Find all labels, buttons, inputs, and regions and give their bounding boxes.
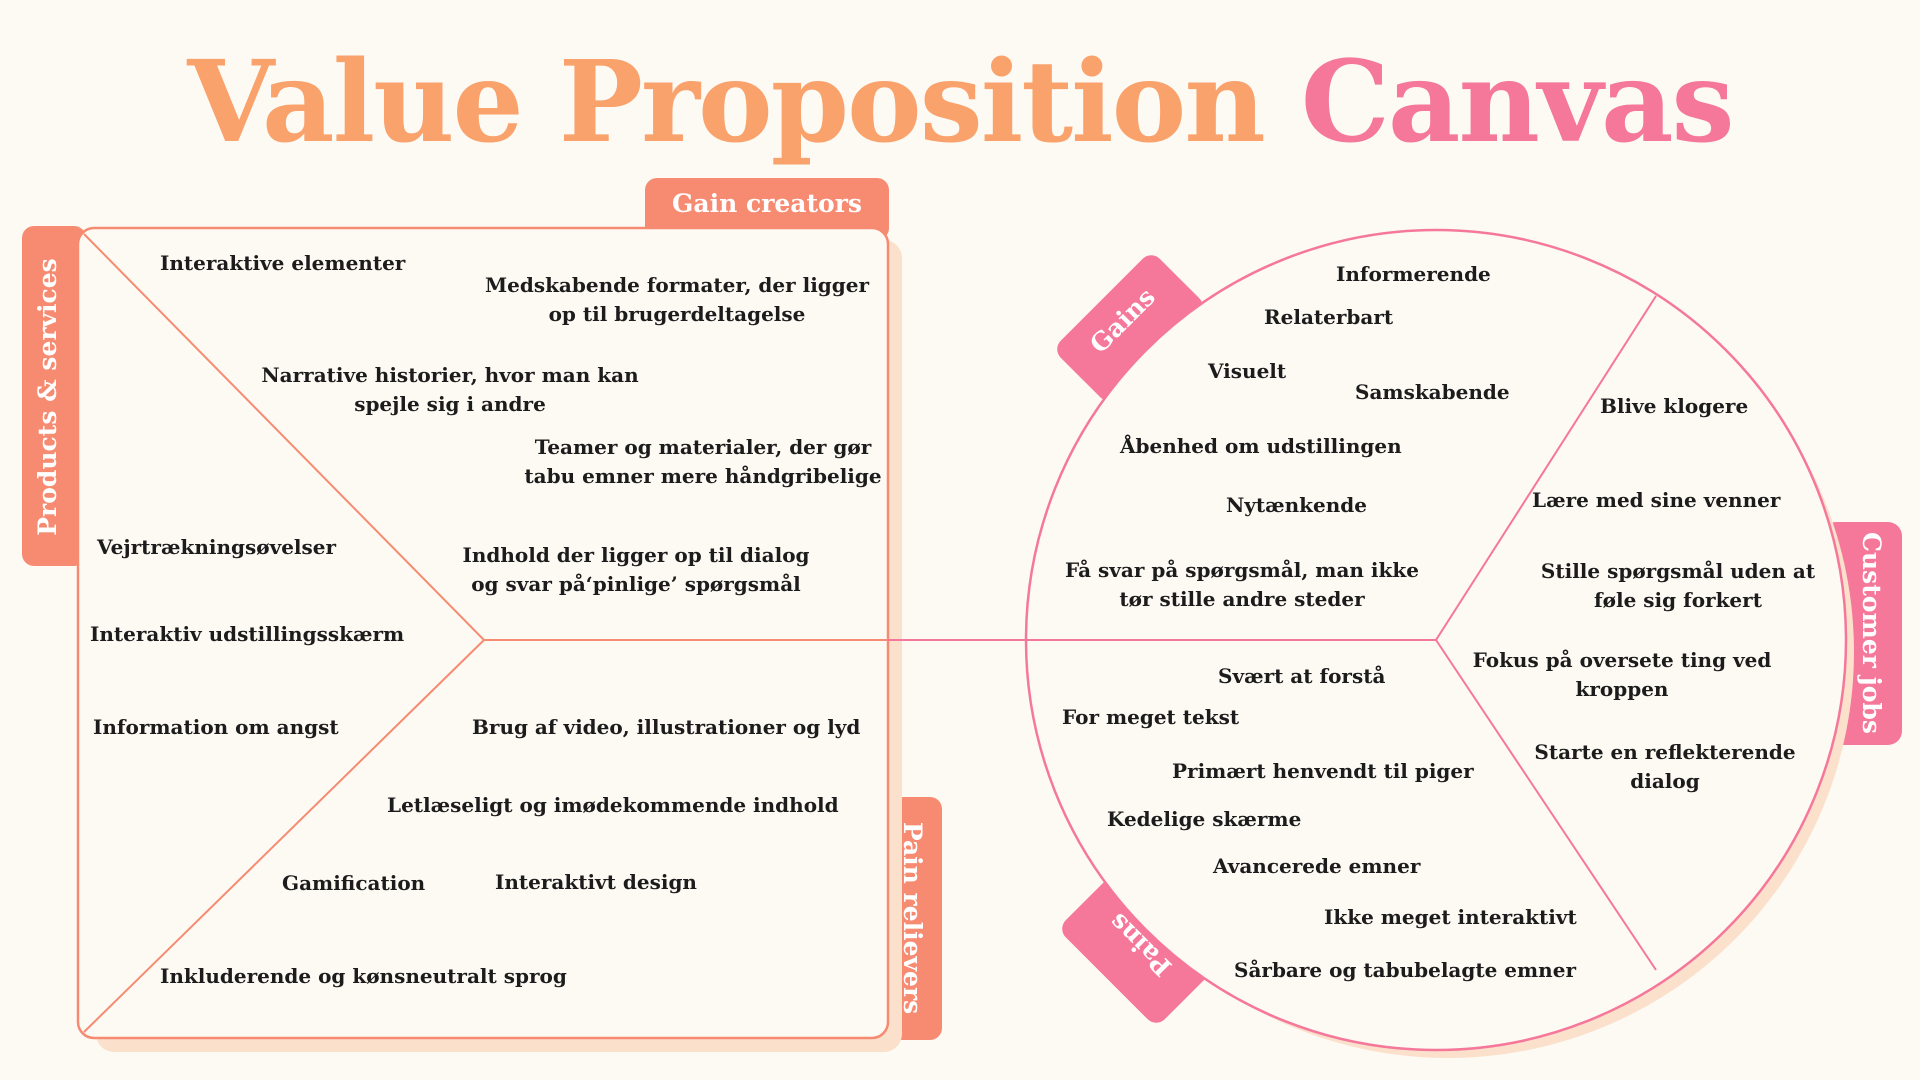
gain-item: Informerende (1336, 262, 1491, 286)
pain-item: Kedelige skærme (1107, 807, 1302, 831)
gain-item: Visuelt (1208, 359, 1287, 383)
pain-item: For meget tekst (1062, 705, 1240, 729)
product-service-item: Inkluderende og kønsneutralt sprog (160, 964, 567, 988)
gain-item: Nytænkende (1226, 493, 1368, 517)
gain-creators-tab-label: Gain creators (672, 189, 862, 218)
pain-relievers-tab-label: Pain relievers (898, 822, 927, 1014)
customer-profile-divider-upper (1435, 295, 1657, 641)
product-service-item: Interaktiv udstillingsskærm (90, 622, 405, 646)
customer-job-item: Lære med sine venner (1532, 488, 1781, 512)
pain-reliever-item: Interaktivt design (495, 870, 697, 894)
pain-item: Primært henvendt til piger (1172, 759, 1474, 783)
value-map-square (76, 226, 890, 1040)
gain-item: Åbenhed om udstillingen (1120, 434, 1402, 458)
products-services-tab (22, 226, 86, 566)
pain-item: Ikke meget interaktivt (1324, 905, 1577, 929)
value-map-divider-upper (83, 233, 485, 641)
pain-reliever-item: Brug af video, illustrationer og lyd (472, 715, 861, 739)
pain-item: Svært at forstå (1218, 664, 1386, 688)
product-service-item: Interaktive elementer (160, 251, 406, 275)
gain-item: Samskabende (1355, 380, 1510, 404)
gain-creators-tab (645, 178, 889, 240)
customer-job-item: Blive klogere (1600, 394, 1749, 418)
title-word-canvas: Canvas (1300, 37, 1735, 168)
title-word-proposition: Proposition (558, 37, 1266, 168)
pain-item: Avancerede emner (1213, 854, 1421, 878)
gain-item: Relaterbart (1264, 305, 1394, 329)
value-map-divider-lower (83, 639, 485, 1033)
product-service-item: Information om angst (93, 715, 339, 739)
pain-item: Sårbare og tabubelagte emner (1234, 958, 1576, 982)
product-service-item: Vejrtrækningsøvelser (97, 535, 337, 559)
customer-profile-divider-lower (1435, 639, 1657, 971)
customer-jobs-tab-label: Customer jobs (1857, 532, 1886, 734)
products-services-tab-label: Products & services (33, 258, 62, 536)
page-title: Value Proposition Canvas (0, 38, 1920, 168)
product-service-item: Gamification (282, 871, 426, 895)
title-word-value: Value (187, 37, 523, 168)
pain-reliever-item: Letlæseligt og imødekommende indhold (387, 793, 839, 817)
